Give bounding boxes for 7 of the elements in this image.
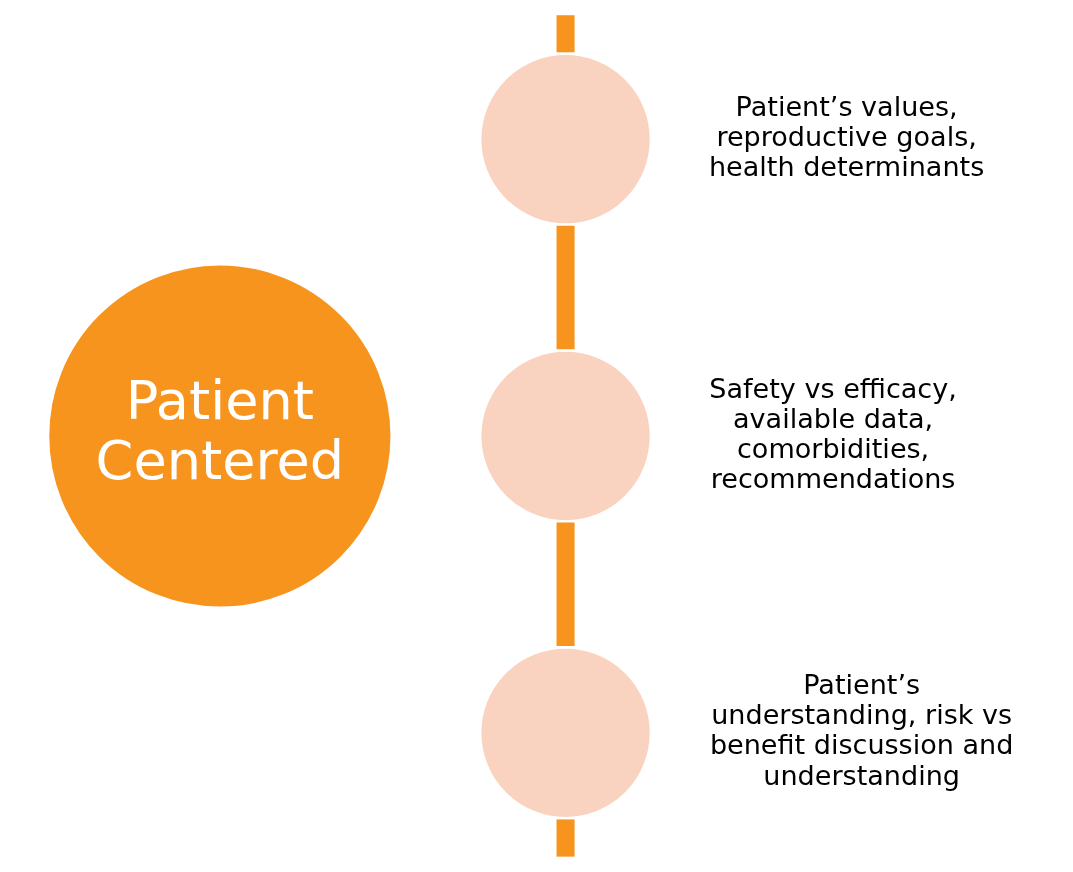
- connector: [556, 522, 575, 647]
- connector: [556, 15, 575, 53]
- node-label: Patient’s values, reproductive goals, health determinants: [708, 90, 984, 182]
- node-label: Safety vs efficacy, available data, comorbidities, recommendations: [708, 372, 957, 494]
- node-label: Patient’s understanding, risk vs benefit discussion and understanding: [709, 669, 1013, 791]
- connector: [556, 225, 575, 350]
- connector: [556, 819, 575, 857]
